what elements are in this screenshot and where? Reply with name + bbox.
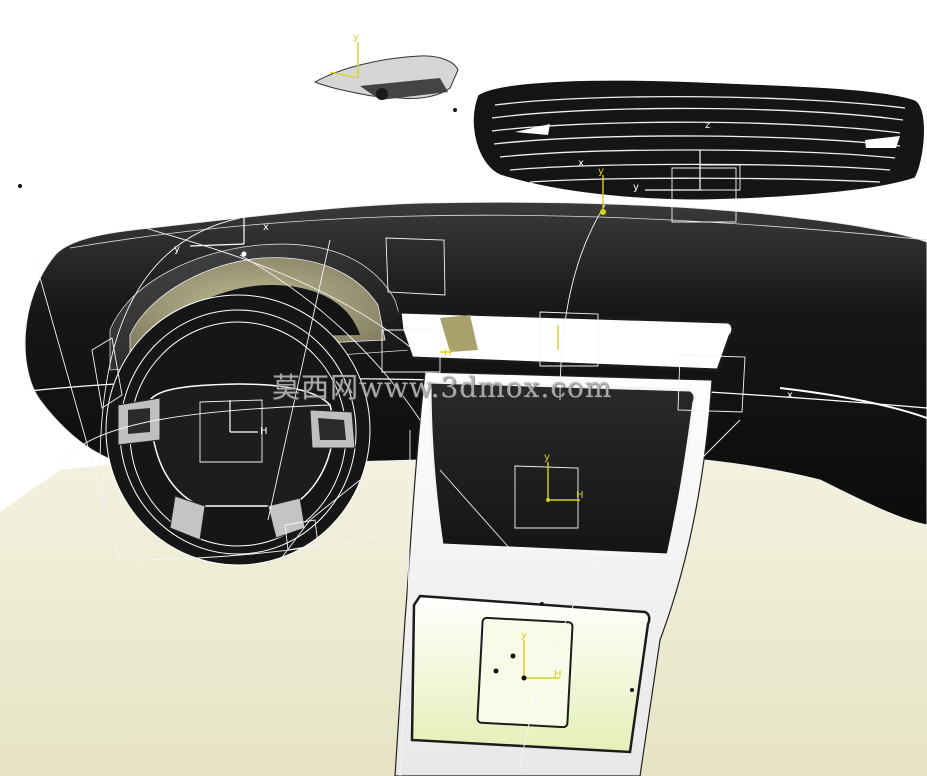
steering-spoke-right-inner [318, 418, 346, 440]
steering-spoke-left-inner [128, 408, 150, 434]
axis-label-h: H [260, 426, 268, 437]
stray-point [18, 184, 22, 188]
display-slot-accent [440, 315, 478, 352]
steering-spoke-bottom-right [267, 497, 306, 539]
construction-frames [91, 164, 746, 551]
vent-slats [491, 95, 906, 183]
vent-opening-right [865, 136, 900, 148]
console-screw [540, 602, 544, 606]
axis-label-y: y [633, 182, 639, 193]
construction-wireframe [34, 204, 741, 776]
origin-point-icon [241, 251, 247, 257]
floating-bracket-knob [376, 88, 388, 100]
steering-wheel[interactable] [105, 294, 371, 566]
steering-spoke-bottom [169, 495, 206, 541]
watermark-text: 莫西网www.3dmox.com [272, 371, 613, 404]
axis-label-y: y [544, 452, 550, 463]
dashboard-lower-trim [779, 387, 927, 419]
console-control-inset[interactable] [476, 616, 574, 729]
axis-label-x: x [787, 390, 793, 401]
axis-label-y: y [174, 244, 180, 255]
axis-label-x: x [578, 158, 584, 169]
axis-label-h: H [444, 348, 452, 359]
console-screw [630, 688, 634, 692]
dashboard-upper-edge [69, 214, 927, 249]
control-knob-dot[interactable] [493, 668, 499, 674]
control-knob-dot[interactable] [510, 653, 516, 659]
axis-label-z: z [705, 120, 710, 131]
console-screen[interactable] [428, 380, 697, 557]
top-display-slot[interactable] [398, 310, 735, 372]
axis-label-y: y [598, 166, 604, 177]
stray-point [453, 108, 457, 112]
axis-label-x: x [263, 222, 269, 233]
axis-label-y: y [521, 630, 527, 641]
axis-triad-icon [329, 42, 604, 679]
axis-label-h: H [576, 490, 584, 501]
origin-point-icon [521, 675, 527, 681]
axis-label-h: H [554, 669, 562, 680]
axis-label-y: y [353, 32, 359, 43]
origin-point-icon [546, 498, 550, 502]
axis-triad-white [189, 150, 701, 433]
vent-opening-left [515, 124, 550, 135]
origin-point-icon [600, 209, 606, 215]
